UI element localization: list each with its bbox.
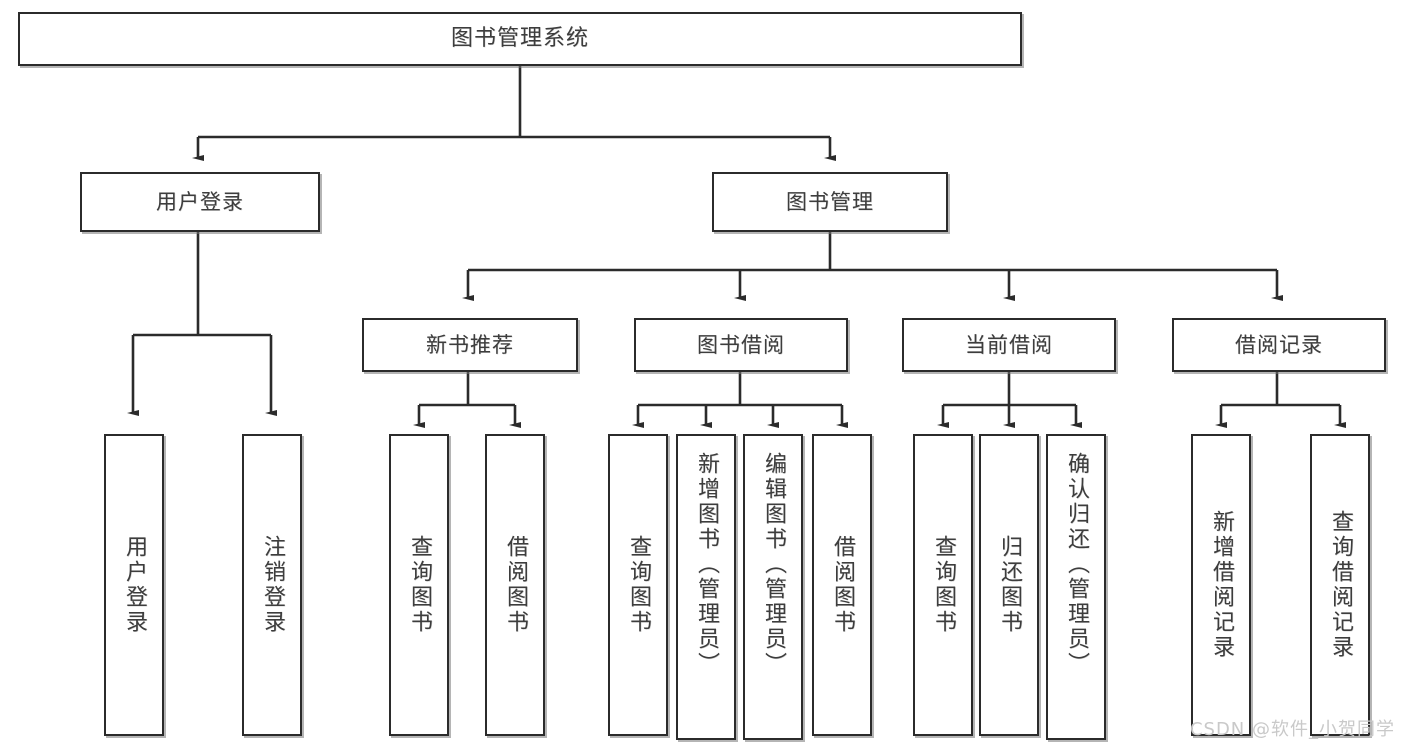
node-book-borrow[interactable]: 图书借阅: [634, 318, 848, 372]
node-label: 查询图书: [626, 535, 651, 635]
node-label: 新增图书（管理员）: [694, 452, 719, 677]
node-label: 新书推荐: [426, 332, 514, 357]
node-label: 用户登录: [122, 535, 147, 635]
leaf-borrow-book[interactable]: 借阅图书: [812, 434, 872, 736]
node-user-login[interactable]: 用户登录: [80, 172, 320, 232]
node-label: 注销登录: [260, 535, 285, 635]
leaf-confirm-return-admin[interactable]: 确认归还（管理员）: [1046, 434, 1106, 740]
leaf-return-book[interactable]: 归还图书: [979, 434, 1039, 736]
leaf-query-book-current[interactable]: 查询图书: [913, 434, 973, 736]
node-label: 图书借阅: [697, 332, 785, 357]
leaf-add-book-admin[interactable]: 新增图书（管理员）: [676, 434, 736, 740]
watermark-text: CSDN @软件_小贺同学: [1189, 719, 1395, 740]
leaf-user-logout[interactable]: 注销登录: [242, 434, 302, 736]
leaf-borrow-book-recommend[interactable]: 借阅图书: [485, 434, 545, 736]
node-label: 借阅图书: [830, 535, 855, 635]
node-label: 查询图书: [407, 535, 432, 635]
leaf-user-login[interactable]: 用户登录: [104, 434, 164, 736]
node-label: 归还图书: [997, 535, 1022, 635]
node-label: 图书管理: [786, 189, 874, 214]
node-label: 当前借阅: [965, 332, 1053, 357]
leaf-edit-book-admin[interactable]: 编辑图书（管理员）: [743, 434, 803, 740]
node-root-system[interactable]: 图书管理系统: [18, 12, 1022, 66]
node-new-book-recommend[interactable]: 新书推荐: [362, 318, 578, 372]
node-label: 查询图书: [931, 535, 956, 635]
node-label: 新增借阅记录: [1209, 510, 1234, 660]
leaf-query-book-borrow[interactable]: 查询图书: [608, 434, 668, 736]
node-label: 借阅图书: [503, 535, 528, 635]
leaf-add-borrow-record[interactable]: 新增借阅记录: [1191, 434, 1251, 736]
leaf-query-borrow-record[interactable]: 查询借阅记录: [1310, 434, 1370, 736]
leaf-query-book-recommend[interactable]: 查询图书: [389, 434, 449, 736]
node-current-borrow[interactable]: 当前借阅: [902, 318, 1116, 372]
node-label: 借阅记录: [1235, 332, 1323, 357]
node-label: 用户登录: [156, 189, 244, 214]
node-label: 确认归还（管理员）: [1064, 452, 1089, 677]
node-label: 图书管理系统: [450, 26, 589, 52]
node-label: 编辑图书（管理员）: [761, 452, 786, 677]
node-borrow-record[interactable]: 借阅记录: [1172, 318, 1386, 372]
node-label: 查询借阅记录: [1328, 510, 1353, 660]
node-book-management[interactable]: 图书管理: [712, 172, 948, 232]
